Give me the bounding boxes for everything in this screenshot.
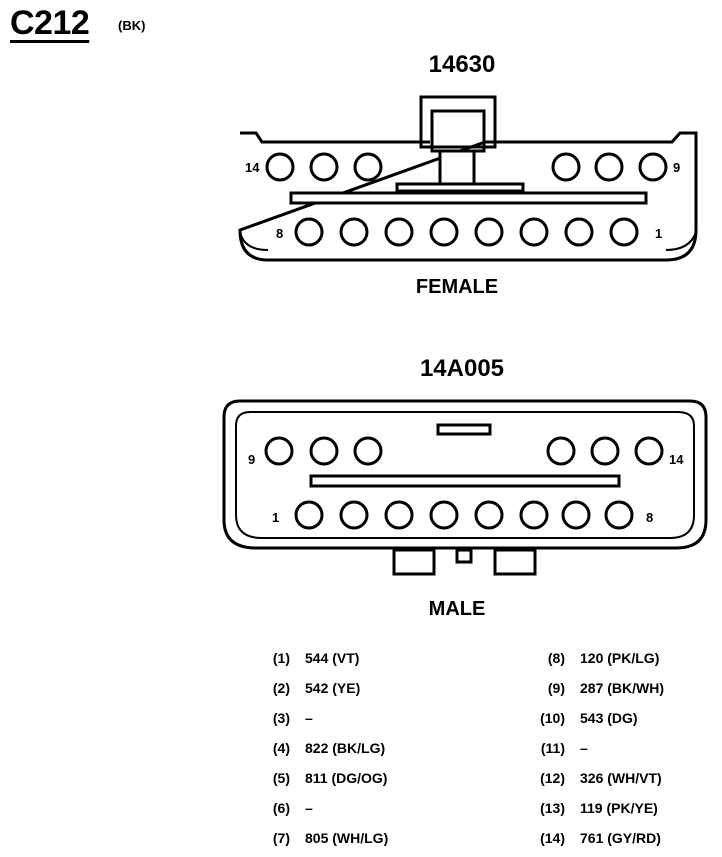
male-body-inner xyxy=(235,411,695,539)
male-part-number: 14A005 xyxy=(419,355,505,382)
male-pin-1 xyxy=(294,500,324,530)
female-pin-5 xyxy=(429,217,459,247)
male-pin-3 xyxy=(384,500,414,530)
female-pin-8 xyxy=(294,217,324,247)
female-connector: 14 9 8 1 xyxy=(238,95,698,262)
male-pin-8 xyxy=(604,500,634,530)
female-pin-11 xyxy=(551,152,581,182)
male-label-bottom-left: 1 xyxy=(272,510,279,525)
male-pin-6 xyxy=(519,500,549,530)
male-pin-4 xyxy=(429,500,459,530)
male-separator xyxy=(309,474,621,488)
male-label-top-left: 9 xyxy=(248,452,255,467)
female-pin-3 xyxy=(519,217,549,247)
female-inner-curve-left xyxy=(239,231,269,251)
male-pin-2 xyxy=(339,500,369,530)
male-pin-14 xyxy=(634,436,664,466)
female-key-stem xyxy=(438,149,476,186)
male-tab-left xyxy=(392,548,436,576)
male-pin-5 xyxy=(474,500,504,530)
female-body xyxy=(238,131,698,262)
female-pin-4 xyxy=(474,217,504,247)
male-tab-right xyxy=(493,548,537,576)
male-tab-center xyxy=(455,548,473,564)
male-label-top-right: 14 xyxy=(669,452,684,467)
male-body-outer xyxy=(222,399,708,550)
male-pin-7 xyxy=(561,500,591,530)
female-label-bottom-left: 8 xyxy=(276,226,283,241)
male-pin-12 xyxy=(546,436,576,466)
male-pin-10 xyxy=(309,436,339,466)
male-pin-11 xyxy=(353,436,383,466)
female-latch xyxy=(419,95,497,149)
female-pin-6 xyxy=(384,217,414,247)
connector-color: (BK) xyxy=(118,18,146,33)
male-pin-13 xyxy=(590,436,620,466)
male-label-bottom-right: 8 xyxy=(646,510,653,525)
female-label-bottom-right: 1 xyxy=(655,226,662,241)
female-pin-10 xyxy=(594,152,624,182)
female-pin-7 xyxy=(339,217,369,247)
connector-id: C212 xyxy=(10,4,90,42)
female-pin-2 xyxy=(564,217,594,247)
female-key-base xyxy=(395,182,525,193)
female-pin-9 xyxy=(638,152,668,182)
female-part-number: 14630 xyxy=(428,51,496,78)
female-label-top-left: 14 xyxy=(245,160,260,175)
male-gender-label: MALE xyxy=(428,598,486,620)
female-pin-13 xyxy=(309,152,339,182)
female-pin-14 xyxy=(265,152,295,182)
female-inner-curve-right xyxy=(665,231,697,251)
male-connector: 9 14 1 8 xyxy=(222,399,708,576)
female-pin-1 xyxy=(609,217,639,247)
female-separator xyxy=(289,191,648,205)
male-pin-9 xyxy=(264,436,294,466)
male-top-notch xyxy=(436,423,492,436)
female-label-top-right: 9 xyxy=(673,160,680,175)
female-pin-12 xyxy=(353,152,383,182)
female-gender-label: FEMALE xyxy=(415,276,499,298)
